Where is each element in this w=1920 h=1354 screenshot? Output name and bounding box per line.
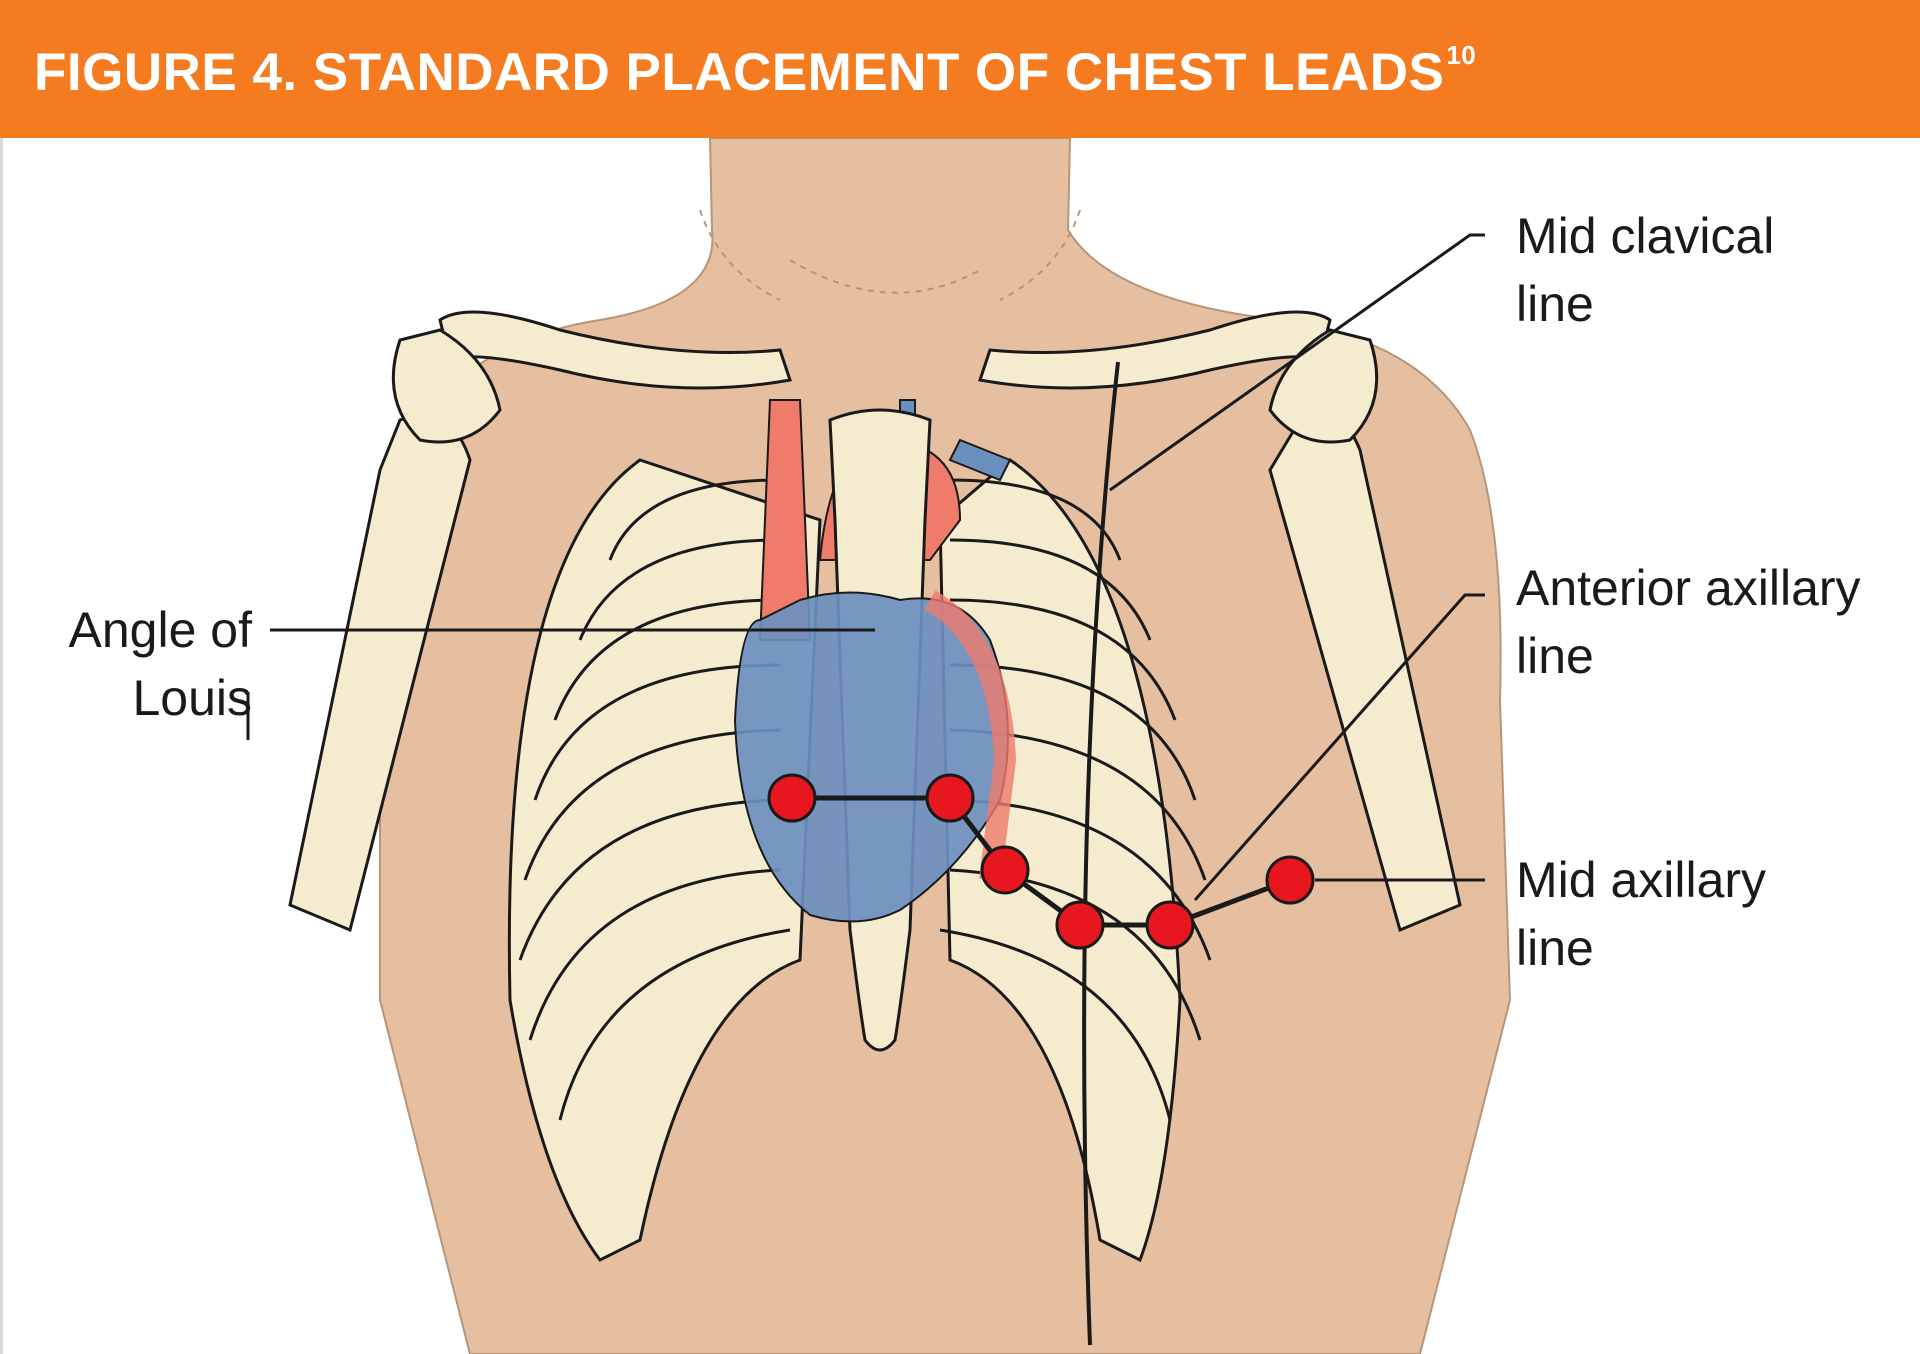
mid-clavical-line	[1082, 361, 1120, 1346]
figure-header: FIGURE 4. STANDARD PLACEMENT OF CHEST LE…	[0, 0, 1920, 138]
neck-muscle-right	[999, 209, 1081, 301]
electrode-v6	[1265, 855, 1315, 905]
label-mid-axillary-line: Mid axillary line	[1516, 852, 1767, 976]
electrode-v1	[767, 773, 817, 823]
electrode-v4	[1055, 900, 1105, 950]
scapula-left	[391, 328, 502, 444]
clavicle-left	[438, 310, 792, 390]
electrode-v3	[980, 845, 1030, 895]
electrode-v5	[1145, 900, 1195, 950]
clavicle-right	[978, 310, 1332, 390]
heart-artery	[924, 590, 1017, 882]
label-angle-of-louis: Angle of Louis	[68, 602, 252, 726]
electrodes	[767, 773, 1315, 950]
label-mid-clavical-line: Mid clavical line	[1516, 208, 1775, 332]
frame-border	[0, 138, 3, 1354]
neck-muscle-left	[699, 209, 781, 301]
ribs-left	[518, 478, 791, 1121]
neck-contour	[789, 259, 981, 294]
leader-lines	[246, 233, 1485, 901]
label-anterior-axillary-line: Anterior axillary line	[1516, 560, 1861, 684]
electrode-v2	[925, 773, 975, 823]
title-superscript: 10	[1446, 40, 1477, 70]
figure-title: FIGURE 4. STANDARD PLACEMENT OF CHEST LE…	[34, 40, 1477, 102]
heart	[733, 591, 1009, 923]
